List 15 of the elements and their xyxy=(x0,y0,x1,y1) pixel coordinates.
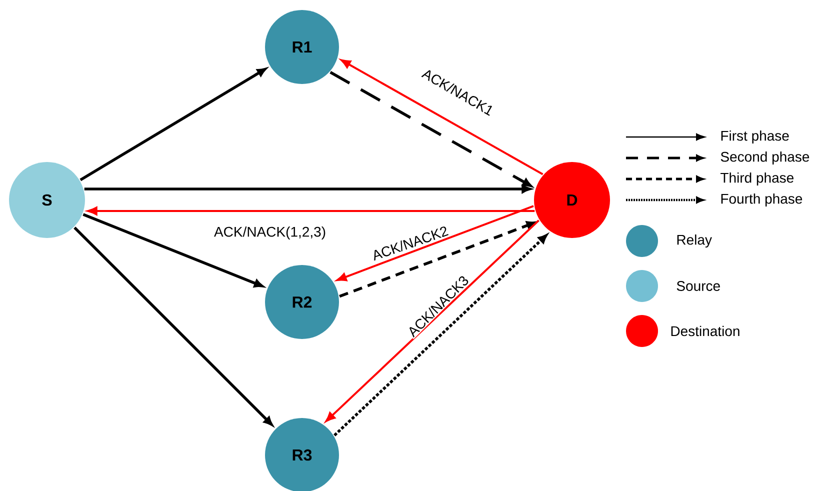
arrow xyxy=(80,68,266,182)
legend-text: Source xyxy=(676,281,720,291)
legend-text: Second phase xyxy=(720,151,810,165)
arrow xyxy=(334,234,548,436)
arrow xyxy=(339,221,536,298)
legend-text: Third phase xyxy=(720,172,794,186)
arrow xyxy=(330,71,532,187)
legend-text: First phase xyxy=(721,130,789,144)
arrow xyxy=(325,220,540,422)
legend-text: Fourth phase xyxy=(721,193,802,207)
arrow xyxy=(340,59,544,176)
arrow xyxy=(336,205,534,282)
legend-text: Relay xyxy=(677,234,712,248)
arrow xyxy=(87,206,535,216)
legend-text: Destination xyxy=(671,326,740,336)
